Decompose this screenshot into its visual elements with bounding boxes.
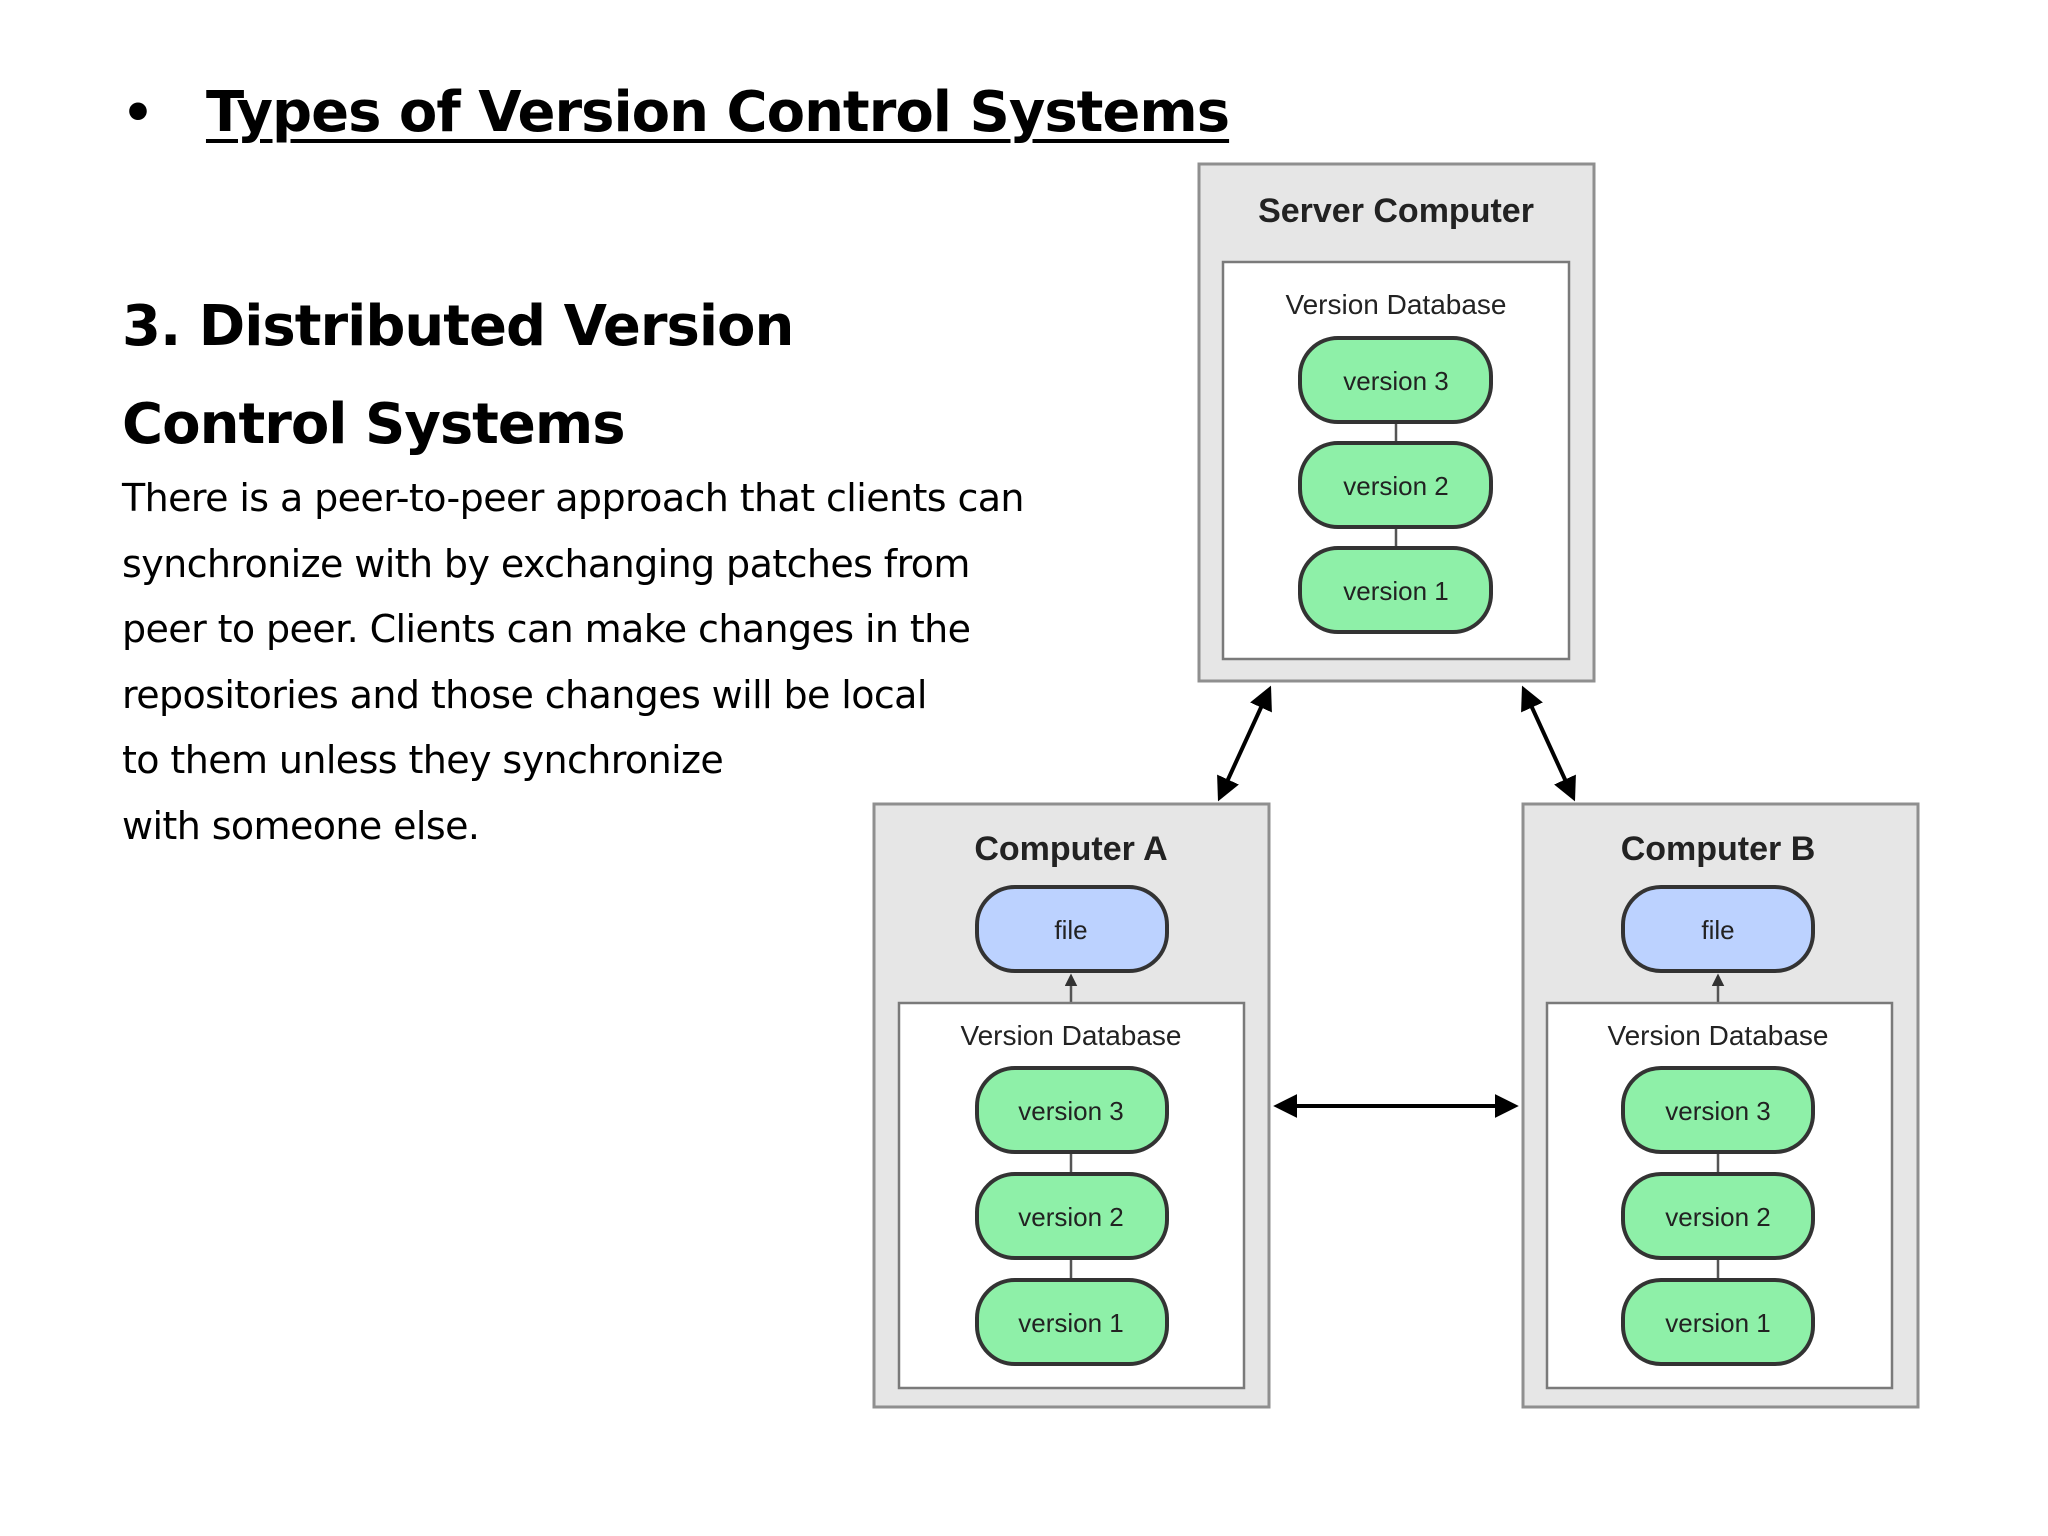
computer-a-version-2-label: version 2: [1018, 1202, 1124, 1232]
computer-a-version-3-label: version 3: [1018, 1096, 1124, 1126]
computer-a-version-3-node: [975, 1066, 1169, 1154]
computer-b-version-2-label: version 2: [1665, 1202, 1771, 1232]
body-line: to them unless they synchronize: [122, 738, 724, 782]
computer-b-version-3-node: [1621, 1066, 1815, 1154]
computer-b-title: Computer B: [1621, 830, 1816, 868]
computer-b-version-1-label: version 1: [1665, 1308, 1771, 1338]
server-version-2-node: [1298, 441, 1493, 529]
computer-a-title: Computer A: [974, 830, 1167, 868]
body-line: with someone else.: [122, 803, 480, 848]
server-version-3-label: version 3: [1343, 366, 1449, 396]
server-version-1-node: [1298, 546, 1493, 634]
computer-a: Computer A file Version Database version…: [872, 802, 1271, 1409]
computer-b-db-label: Version Database: [1607, 1020, 1828, 1051]
slide-title: • Types of Version Control Systems: [122, 80, 1230, 145]
title-text: Types of Version Control Systems: [205, 80, 1230, 145]
body-line: peer to peer. Clients can make changes i…: [122, 607, 971, 651]
computer-a-version-2-node: [975, 1172, 1169, 1260]
computer-b: Computer B file Version Database version…: [1521, 802, 1920, 1409]
computer-b-version-2-node: [1621, 1172, 1815, 1260]
server-to-a-sync-arrow: [1217, 685, 1272, 802]
body-line: There is a peer-to-peer approach that cl…: [122, 476, 1025, 520]
server-computer: Server Computer Version Database version…: [1197, 162, 1596, 683]
server-version-2-label: version 2: [1343, 471, 1449, 501]
computer-b-version-1-node: [1621, 1278, 1815, 1366]
heading-line: Control Systems: [122, 392, 626, 457]
body-line: synchronize with by exchanging patches f…: [122, 541, 970, 586]
server-version-1-label: version 1: [1343, 576, 1449, 606]
computer-b-file-label: file: [1701, 915, 1734, 945]
body-line: repositories and those changes will be l…: [122, 672, 927, 717]
computer-a-file-label: file: [1054, 915, 1087, 945]
computer-b-version-3-label: version 3: [1665, 1096, 1771, 1126]
server-title: Server Computer: [1258, 192, 1534, 230]
computer-b-file-node: [1621, 885, 1815, 973]
computer-a-version-1-label: version 1: [1018, 1308, 1124, 1338]
server-to-b-sync-arrow: [1521, 685, 1576, 802]
heading-line: 3. Distributed Version: [122, 294, 794, 359]
server-version-3-node: [1298, 336, 1493, 424]
bullet-icon: •: [122, 83, 154, 142]
computer-a-version-1-node: [975, 1278, 1169, 1366]
computer-a-db-label: Version Database: [960, 1020, 1181, 1051]
computer-a-file-node: [975, 885, 1169, 973]
section-heading: 3. Distributed Version Control Systems: [122, 278, 922, 474]
server-db-label: Version Database: [1285, 289, 1506, 320]
body-paragraph: There is a peer-to-peer approach that cl…: [122, 466, 1082, 859]
